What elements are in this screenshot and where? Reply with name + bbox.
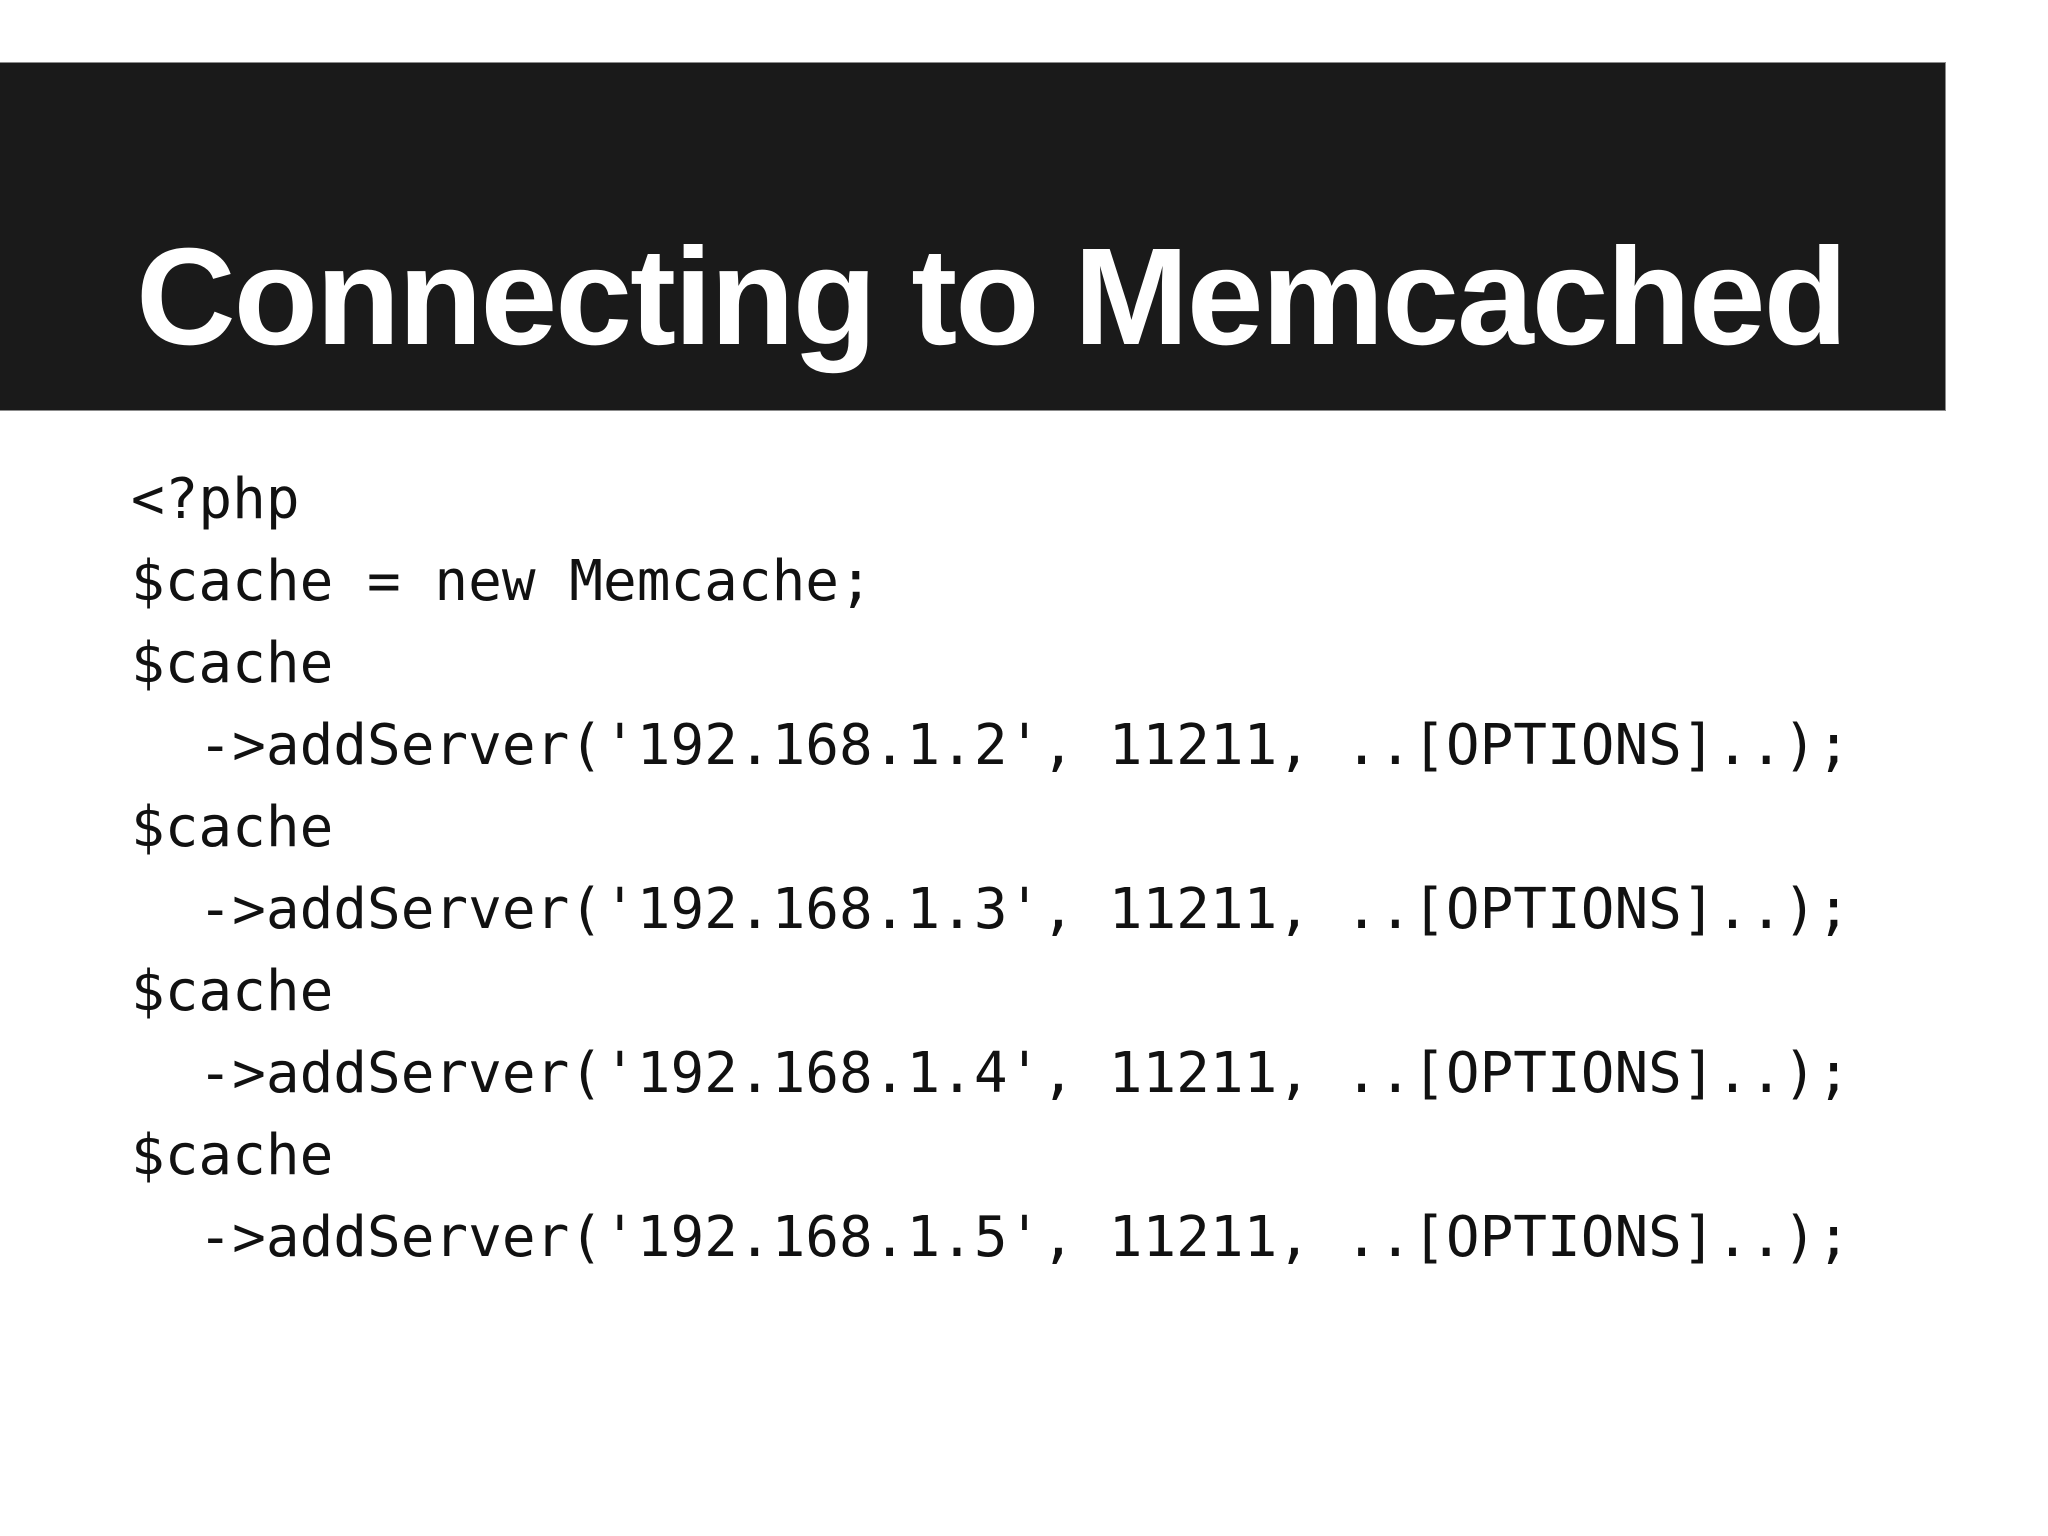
code-line: $cache [131,959,334,1024]
slide-title: Connecting to Memcached [136,220,1848,374]
title-banner: Connecting to Memcached [0,62,1946,411]
code-block: <?php $cache = new Memcache; $cache ->addS… [131,459,1850,1279]
code-line: ->addServer('192.168.1.4', 11211, ..[OPT… [131,1041,1851,1106]
code-line: $cache [131,795,334,860]
code-line: ->addServer('192.168.1.2', 11211, ..[OPT… [131,713,1851,778]
code-line: ->addServer('192.168.1.5', 11211, ..[OPT… [131,1205,1851,1270]
code-line: $cache = new Memcache; [131,549,873,614]
code-line: $cache [131,1123,334,1188]
code-line: <?php [131,467,300,532]
code-line: ->addServer('192.168.1.3', 11211, ..[OPT… [131,877,1851,942]
code-line: $cache [131,631,334,696]
